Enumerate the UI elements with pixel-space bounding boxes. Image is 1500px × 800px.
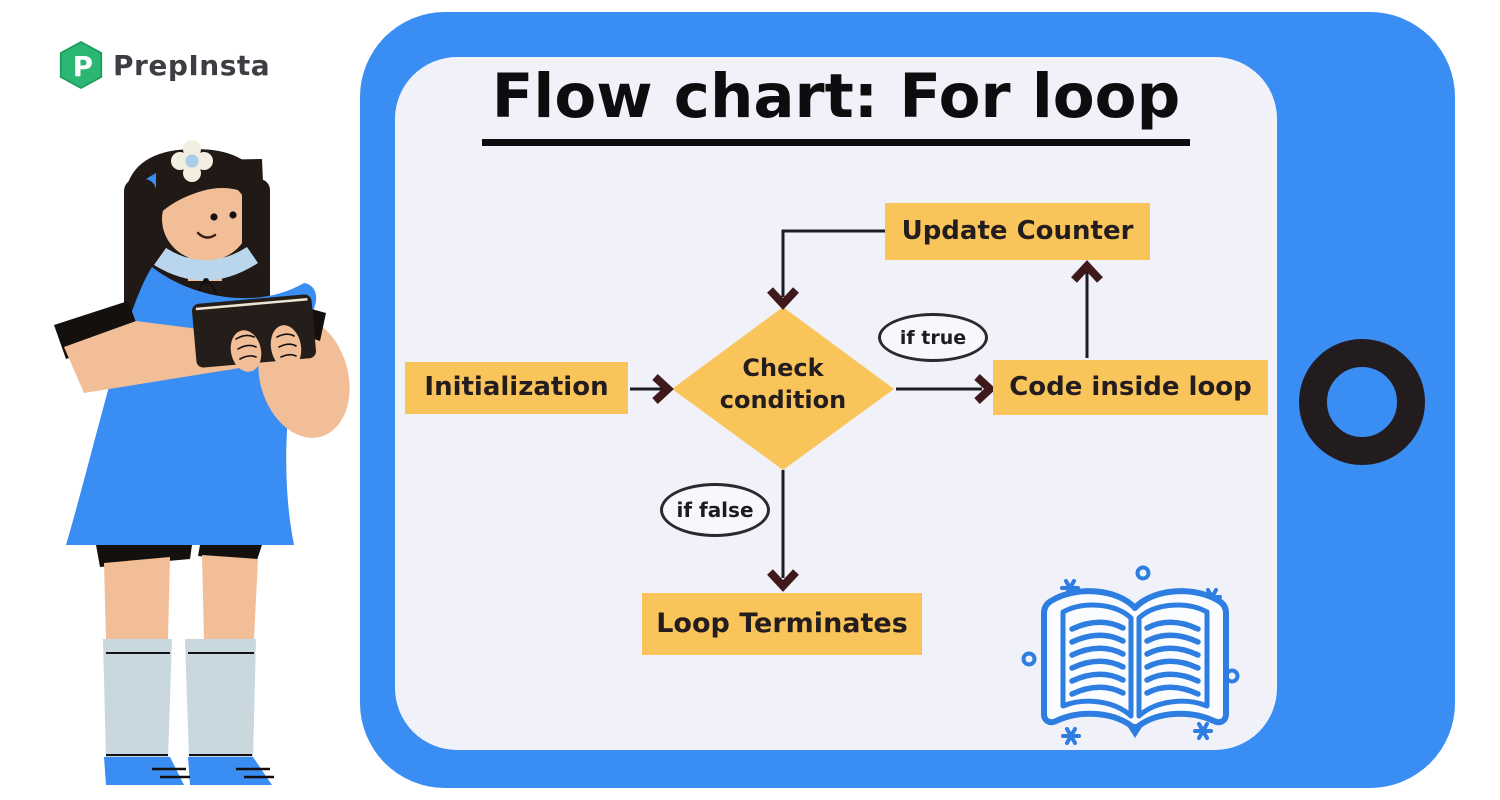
- edge-update-to-check: [781, 229, 886, 297]
- node-initialization: Initialization: [405, 362, 628, 414]
- edge-label-if-false: if false: [660, 483, 770, 537]
- eye: [229, 211, 237, 219]
- brand-logo: P PrepInsta: [58, 40, 270, 90]
- open-book-illustration: [1021, 565, 1240, 745]
- edge-label-if-true: if true: [878, 313, 988, 362]
- node-update-counter: Update Counter: [885, 203, 1150, 260]
- arrowhead-right-icon: [652, 374, 674, 404]
- smile: [196, 231, 217, 239]
- collar-bow-knot: [203, 278, 209, 284]
- leg-right: [202, 555, 258, 639]
- collar: [154, 247, 258, 281]
- arrowhead-right-icon: [974, 374, 996, 404]
- page-title: Flow chart: For loop: [481, 56, 1191, 147]
- sock-lines: [106, 652, 254, 756]
- eye: [210, 213, 218, 221]
- finger-lines: [235, 333, 297, 360]
- dot-circle-icon: [1021, 651, 1037, 667]
- hair-lock-right: [242, 179, 270, 319]
- girl-illustration: [54, 140, 350, 785]
- sock-left: [103, 639, 172, 759]
- face: [162, 177, 250, 261]
- shoe-right: [188, 757, 272, 785]
- hair-flower: [171, 140, 213, 182]
- flow-lines: [630, 229, 1089, 578]
- node-check-condition: Check condition: [719, 354, 847, 415]
- hair-bangs: [156, 159, 264, 217]
- logo-letter: P: [73, 50, 93, 83]
- sock-right: [185, 639, 256, 759]
- arrowhead-down-icon: [767, 287, 799, 310]
- leg-left: [104, 557, 170, 639]
- brand-name: PrepInsta: [113, 48, 271, 82]
- node-loop-terminates: Loop Terminates: [642, 593, 922, 655]
- arrowhead-down-icon: [767, 569, 799, 592]
- check-condition-diamond: [672, 307, 894, 470]
- node-code-inside-loop: Code inside loop: [993, 360, 1268, 415]
- open-book-icon: [1041, 588, 1229, 738]
- prepinsta-hexagon-icon: P: [59, 40, 103, 90]
- sparkle-icon: [1061, 727, 1081, 745]
- arrowhead-up-icon: [1071, 260, 1103, 283]
- shoe-left: [104, 757, 184, 785]
- girl-figure: [54, 140, 350, 785]
- dot-circle-icon: [1135, 565, 1151, 581]
- page-title-wrap: Flow chart: For loop: [395, 56, 1277, 147]
- sparkle-icon: [1193, 722, 1213, 740]
- arrowheads: [652, 260, 1103, 592]
- shorts-left: [96, 545, 192, 567]
- hand: [230, 330, 262, 372]
- shoe-lines: [152, 767, 274, 779]
